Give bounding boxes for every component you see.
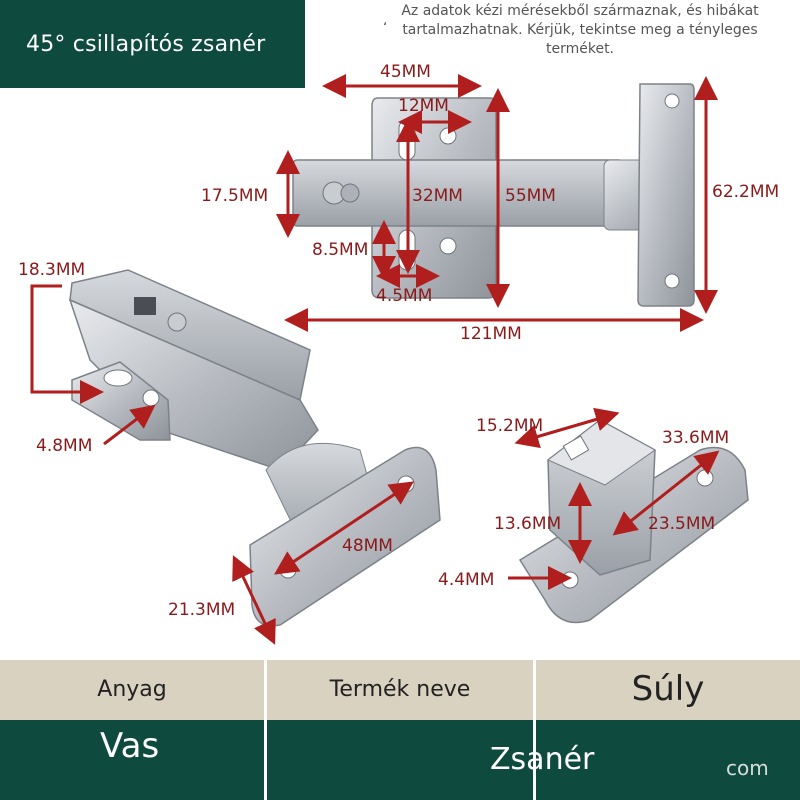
dim-base-height: 13.6MM (494, 514, 562, 534)
spec-table: Anyag Termék neve Súly Vas Zsanér com (0, 660, 800, 800)
value-product-name: Zsanér (490, 742, 595, 777)
dim-base-length: 33.6MM (662, 428, 730, 448)
title-banner: 45° csillapítós zsanér (0, 0, 305, 88)
dim-hole-spacing: 12MM (398, 96, 449, 116)
dim-base-width: 15.2MM (476, 416, 544, 436)
table-divider (533, 660, 536, 800)
disclaimer-mark: ، (383, 14, 387, 28)
spec-header-row (0, 660, 800, 720)
dim-left-height: 17.5MM (201, 186, 269, 206)
value-material: Vas (100, 726, 160, 766)
dim-top-width: 45MM (380, 62, 431, 82)
table-divider (264, 660, 267, 800)
dim-cup-height: 18.3MM (18, 260, 86, 280)
spec-value-row (0, 720, 800, 800)
header-weight: Súly (631, 669, 705, 709)
dim-total-length: 121MM (460, 324, 522, 344)
header-material: Anyag (97, 676, 167, 702)
dim-bottom-width: 4.5MM (376, 286, 433, 306)
dim-center-length: 32MM (412, 186, 463, 206)
header-product-name: Termék neve (329, 676, 471, 702)
dim-screw-hole: 4.8MM (36, 436, 93, 456)
hinge-illustration (30, 74, 749, 645)
dim-plate-width: 21.3MM (168, 600, 236, 620)
dim-total-height: 62.2MM (712, 182, 780, 202)
hinge-perspective-view (68, 269, 441, 627)
dim-plate-length: 48MM (342, 536, 393, 556)
disclaimer-text: Az adatok kézi mérésekből származnak, és… (401, 3, 759, 57)
hinge-top-view (292, 83, 695, 307)
dim-plate-height: 55MM (505, 186, 556, 206)
dim-slot-gap: 8.5MM (312, 240, 369, 260)
dimension-lines (30, 74, 720, 645)
page-title: 45° csillapítós zsanér (26, 31, 266, 57)
watermark-text: com (726, 756, 769, 780)
dim-base-hole: 4.4MM (438, 570, 495, 590)
dim-base-depth: 23.5MM (648, 514, 716, 534)
